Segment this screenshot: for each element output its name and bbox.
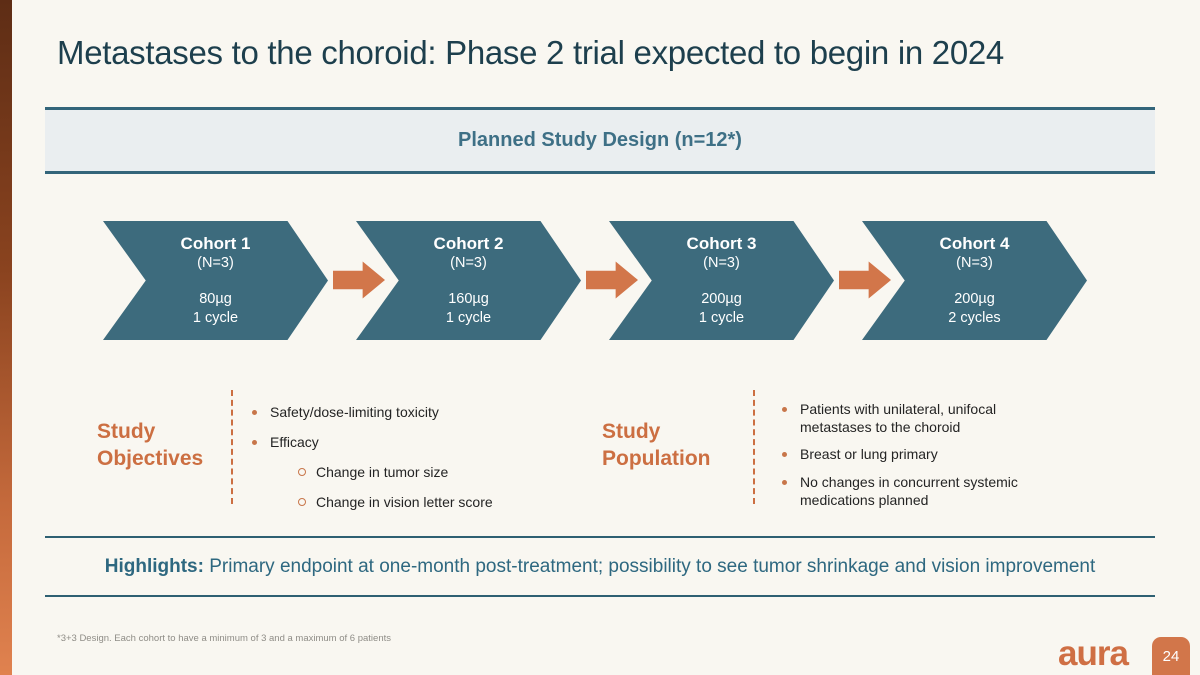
cohort-dose: 80µg <box>199 291 232 308</box>
bullet-text: Breast or lung primary <box>800 446 938 463</box>
list-item: Breast or lung primary <box>782 445 1037 463</box>
dashed-divider <box>753 390 755 504</box>
cohort-title: Cohort 3 <box>686 234 757 254</box>
cohort-2-chevron: Cohort 2 (N=3) 160µg 1 cycle <box>356 221 581 340</box>
bullet-circle-icon <box>298 497 306 506</box>
bullet-text: Change in vision letter score <box>316 493 493 510</box>
dashed-divider <box>231 390 233 504</box>
bullet-text: Safety/dose-limiting toxicity <box>270 404 439 420</box>
list-item: Patients with unilateral, unifocal metas… <box>782 400 1037 436</box>
study-objectives-list: Safety/dose-limiting toxicity Efficacy C… <box>252 403 722 522</box>
cohort-3-chevron: Cohort 3 (N=3) 200µg 1 cycle <box>609 221 834 340</box>
page-number-badge: 24 <box>1152 637 1190 675</box>
study-population-list: Patients with unilateral, unifocal metas… <box>782 400 1037 518</box>
cohort-n: (N=3) <box>450 255 487 272</box>
list-item: No changes in concurrent systemic medica… <box>782 473 1037 509</box>
cohort-cycles: 2 cycles <box>948 310 1001 327</box>
cohort-cycles: 1 cycle <box>445 310 492 327</box>
study-design-banner: Planned Study Design (n=12*) <box>45 107 1155 174</box>
bullet-dot-icon <box>782 479 787 485</box>
sub-list-item: Change in tumor size <box>298 463 722 481</box>
cohort-title: Cohort 4 <box>939 234 1010 254</box>
bullet-dot-icon <box>252 440 257 446</box>
left-accent-bar <box>0 0 12 675</box>
cohort-cycles: 1 cycle <box>698 310 745 327</box>
study-objectives-heading: Study Objectives <box>97 420 204 471</box>
bullet-dot-icon <box>252 410 257 415</box>
bullet-text: No changes in concurrent systemic medica… <box>800 473 1018 508</box>
footnote: *3+3 Design. Each cohort to have a minim… <box>57 633 391 644</box>
highlights-band: Highlights: Primary endpoint at one-mont… <box>45 536 1155 597</box>
cohort-n: (N=3) <box>197 255 234 272</box>
aura-logo: aura <box>1058 634 1129 673</box>
bullet-dot-icon <box>782 407 787 412</box>
slide-title: Metastases to the choroid: Phase 2 trial… <box>57 34 1004 71</box>
highlights-body: Primary endpoint at one-month post-treat… <box>203 555 1096 577</box>
list-item: Safety/dose-limiting toxicity <box>252 403 722 421</box>
bullet-dot-icon <box>782 452 787 458</box>
right-arrow-icon <box>839 261 891 299</box>
cohort-dose: 160µg <box>448 291 489 308</box>
bullet-circle-icon <box>298 468 306 477</box>
cohort-4-chevron: Cohort 4 (N=3) 200µg 2 cycles <box>862 221 1087 340</box>
banner-title: Planned Study Design (n=12*) <box>458 129 742 151</box>
highlights-text: Highlights: Primary endpoint at one-mont… <box>105 556 1096 578</box>
cohort-title: Cohort 2 <box>433 234 504 254</box>
highlights-label: Highlights: <box>104 555 204 577</box>
sub-list-item: Change in vision letter score <box>298 493 722 511</box>
cohort-1-chevron: Cohort 1 (N=3) 80µg 1 cycle <box>103 221 328 340</box>
right-arrow-icon <box>333 261 385 299</box>
cohort-n: (N=3) <box>956 255 993 272</box>
bullet-text: Efficacy <box>270 434 319 451</box>
study-population-heading: Study Population <box>602 420 711 471</box>
cohort-dose: 200µg <box>954 291 995 308</box>
right-arrow-icon <box>586 261 638 299</box>
bullet-text: Patients with unilateral, unifocal metas… <box>800 401 997 436</box>
cohort-cycles: 1 cycle <box>192 310 239 327</box>
cohort-n: (N=3) <box>703 255 740 272</box>
page-number: 24 <box>1162 647 1180 665</box>
bullet-text: Change in tumor size <box>316 464 449 481</box>
cohort-title: Cohort 1 <box>180 234 251 254</box>
list-item: Efficacy <box>252 433 722 451</box>
cohort-dose: 200µg <box>701 291 742 308</box>
